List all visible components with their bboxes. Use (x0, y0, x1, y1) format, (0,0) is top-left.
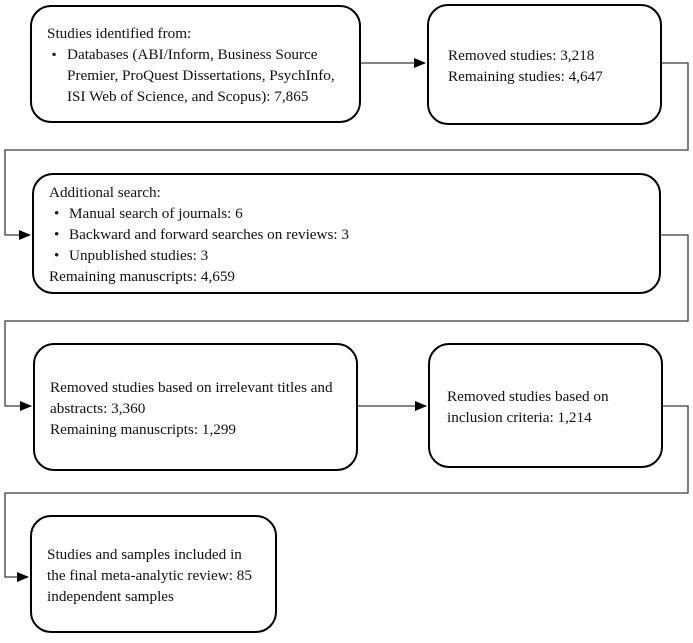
bullet-text-line: Backward and forward searches on reviews… (69, 226, 350, 243)
removed-abstracts-count: abstracts: 3,360 (50, 399, 146, 417)
arrow-inclusion-to-final (4, 405, 689, 582)
removed-studies-count: Removed studies: 3,218 (448, 46, 595, 64)
square-bullet-icon: ▪ (52, 47, 57, 61)
remaining-studies-count: Remaining studies: 4,647 (448, 67, 603, 85)
bullet-item-databases: ▪ Databases (ABI/Inform, Business Source… (47, 44, 349, 107)
box-removed-remaining-studies: Removed studies: 3,218 Remaining studies… (427, 4, 662, 125)
round-bullet-icon: • (54, 205, 60, 222)
final-sample-text: independent samples (47, 587, 174, 605)
bullet-item-backward-forward: • Backward and forward searches on revie… (49, 224, 649, 245)
bullet-text-line: ISI Web of Science, and Scopus): 7,865 (67, 88, 309, 105)
final-sample-text: Studies and samples included in (47, 545, 242, 563)
box-title: Studies identified from: (47, 25, 192, 42)
box-studies-identified: Studies identified from: ▪ Databases (AB… (30, 5, 361, 123)
box-final-included-studies: Studies and samples included in the fina… (30, 515, 277, 633)
bullet-text-line: Premier, ProQuest Dissertations, PsychIn… (67, 67, 335, 84)
arrow-screened-to-additional (4, 62, 689, 240)
remaining-manuscripts-count: Remaining manuscripts: 1,299 (50, 420, 237, 438)
final-sample-text: the final meta-analytic review: 85 (47, 566, 252, 584)
round-bullet-icon: • (54, 226, 60, 243)
box-removed-inclusion-criteria: Removed studies based on inclusion crite… (428, 343, 663, 468)
bullet-text-line: Databases (ABI/Inform, Business Source (67, 46, 318, 63)
removed-titles-text: Removed studies based on irrelevant titl… (50, 378, 333, 396)
bullet-text-line: Unpublished studies: 3 (69, 247, 209, 264)
arrow-additional-to-titles (4, 234, 689, 411)
box-additional-search: Additional search: • Manual search of jo… (32, 173, 661, 294)
box-removed-titles-abstracts: Removed studies based on irrelevant titl… (33, 343, 358, 471)
box-title: Additional search: (49, 184, 161, 201)
inclusion-criteria-text: Removed studies based on (447, 387, 609, 405)
round-bullet-icon: • (54, 247, 60, 264)
bullet-item-manual-search: • Manual search of journals: 6 (49, 203, 649, 224)
bullet-text-line: Manual search of journals: 6 (69, 205, 243, 222)
bullet-item-unpublished: • Unpublished studies: 3 (49, 245, 649, 266)
inclusion-criteria-count: inclusion criteria: 1,214 (447, 408, 592, 426)
remaining-manuscripts-count: Remaining manuscripts: 4,659 (49, 268, 236, 285)
